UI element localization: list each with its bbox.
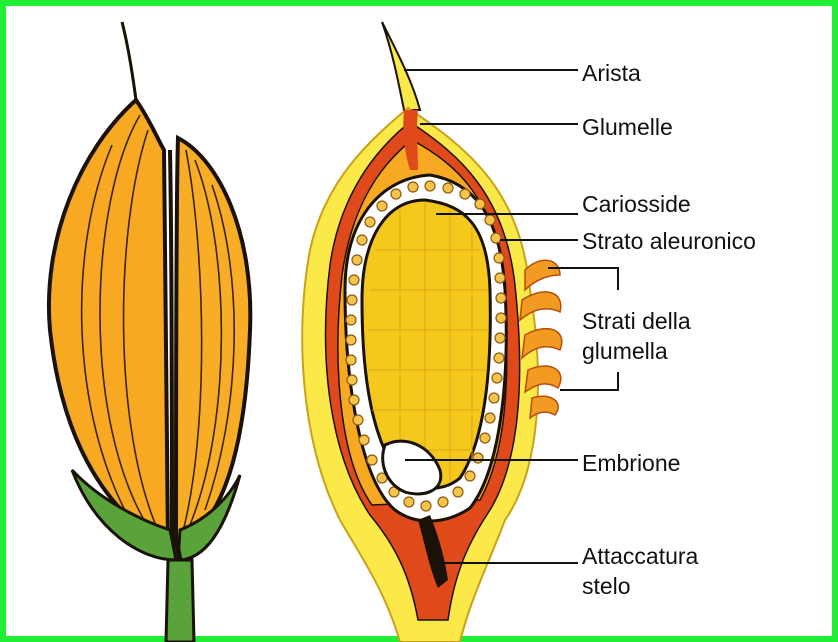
label-arista: Arista (582, 60, 641, 86)
label-strati-glumella-line1: Strati della (582, 308, 691, 334)
label-strati-glumella-line2: glumella (582, 338, 668, 364)
grain-section (302, 22, 562, 642)
whole-grain (49, 22, 250, 642)
section-awn (382, 22, 420, 110)
label-cariosside: Cariosside (582, 191, 691, 217)
leader-strati-glumella-bottom (560, 372, 618, 390)
label-glumelle: Glumelle (582, 114, 673, 140)
whole-grain-awn (122, 22, 136, 100)
label-embrione: Embrione (582, 450, 680, 476)
label-attaccatura-line2: stelo (582, 573, 631, 599)
whole-grain-stem (166, 560, 194, 642)
endosperm (362, 200, 490, 488)
label-attaccatura-line1: Attaccatura (582, 543, 698, 569)
label-strato-aleuronico: Strato aleuronico (582, 228, 756, 254)
whole-grain-center-line (170, 150, 172, 545)
